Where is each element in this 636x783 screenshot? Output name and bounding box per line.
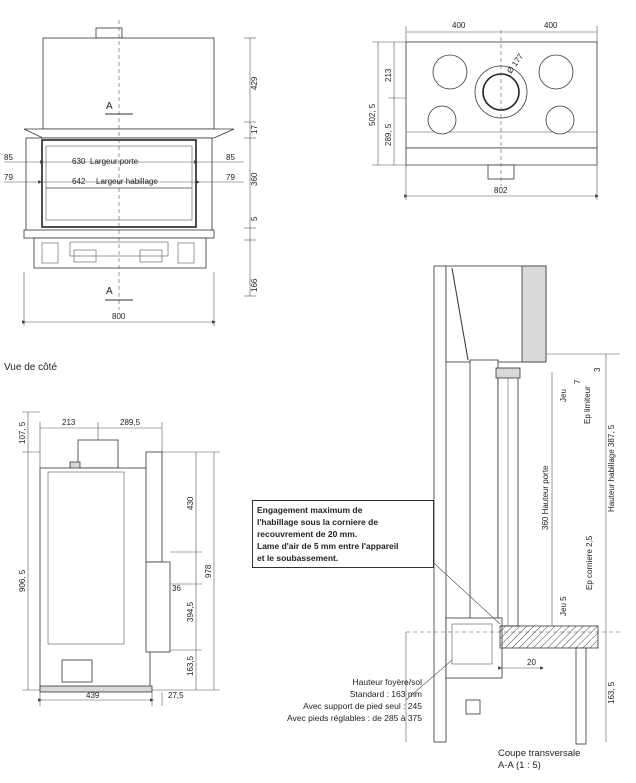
- section-wall: [433, 265, 447, 743]
- front-base-slot-2: [139, 249, 163, 263]
- dim-top-right-400: 400: [544, 21, 558, 30]
- hearth-height-text: Hauteur foyère/sol Standard : 163 mm Ave…: [258, 676, 422, 724]
- front-hood: [42, 37, 215, 130]
- dim-top-502-5: 502, 5: [368, 103, 377, 126]
- dim-door-width-label: Largeur porte: [90, 157, 139, 166]
- dim-five: 5: [250, 216, 259, 221]
- section-label-ep-limiteur: Ep limiteur: [583, 386, 592, 424]
- section-floor-support: [575, 647, 587, 745]
- note-line-3: recouvrement de 20 mm.: [257, 529, 358, 539]
- section-dim-7: 7: [573, 379, 582, 384]
- section-dim-163-5: 163, 5: [607, 681, 616, 704]
- dim-top-213: 213: [384, 68, 393, 82]
- section-caption: Coupe transversale A-A (1 : 5): [498, 748, 580, 772]
- section-mark-top: A: [106, 101, 113, 112]
- section-label-jeu-bottom: Jeu 5: [559, 596, 568, 616]
- dim-top-height: 429: [250, 76, 259, 90]
- dim-right-85: 85: [226, 153, 235, 162]
- section-dim-3: 3: [593, 367, 602, 372]
- top-view: Ø 177 400 400 802 213 502, 5 289, 5: [368, 21, 599, 200]
- front-view: A A 630 Largeur porte 642 Largeur habill…: [4, 20, 259, 326]
- section-hood-insulation: [521, 265, 547, 363]
- section-base-inner: [451, 623, 493, 665]
- dim-seventeen: 17: [250, 125, 259, 134]
- section-appliance: [469, 359, 499, 627]
- side-dim-430: 430: [186, 496, 195, 510]
- section-hood-slope: [451, 267, 469, 361]
- hearth-line-3: Avec support de pied seul : 245: [303, 701, 422, 711]
- top-hole-4: [545, 105, 575, 135]
- side-collar: [77, 439, 119, 469]
- front-base-panel-right: [177, 242, 195, 264]
- dim-left-85: 85: [4, 153, 13, 162]
- dim-door-height: 360: [250, 172, 259, 186]
- section-view: 360 Hauteur porte Hauteur habillage 387,…: [397, 265, 620, 745]
- engagement-note: Engagement maximum de l'habillage sous l…: [252, 500, 434, 568]
- hearth-line-1: Hauteur foyère/sol: [352, 677, 422, 687]
- section-label-hauteur-habillage: Hauteur habillage 387, 5: [607, 424, 616, 512]
- section-label-hauteur-porte: 360 Hauteur porte: [541, 465, 550, 530]
- section-label-ep-corniere: Ep corniere 2,5: [585, 535, 594, 590]
- side-air-box: [61, 659, 93, 683]
- hearth-line-4: Avec pieds réglables : de 285 à 375: [287, 713, 422, 723]
- side-body-inner: [47, 471, 125, 645]
- side-dim-27-5: 27,5: [168, 691, 184, 700]
- top-hole-2: [538, 54, 574, 90]
- side-dim-439: 439: [86, 691, 100, 700]
- section-dim-20: 20: [527, 658, 536, 667]
- hearth-leader: [405, 659, 453, 701]
- dim-trim-width-label: Largeur habillage: [96, 177, 158, 186]
- side-dim-906-5: 906, 5: [18, 569, 27, 592]
- side-dim-36: 36: [172, 584, 181, 593]
- dim-top-left-400: 400: [452, 21, 466, 30]
- section-mark-bottom: A: [106, 286, 113, 297]
- section-cornice: [495, 367, 521, 379]
- front-base-cabinet: [33, 237, 207, 269]
- note-line-1: Engagement maximum de: [257, 505, 363, 515]
- front-body: [25, 137, 213, 236]
- side-dim-107-5: 107, 5: [18, 421, 27, 444]
- dim-total-width: 800: [112, 312, 126, 321]
- front-base-slot-1: [73, 249, 97, 263]
- front-base-inner: [69, 241, 169, 257]
- dim-door-width-value: 630: [72, 157, 86, 166]
- note-line-4: Lame d'air de 5 mm entre l'appareil: [257, 541, 399, 551]
- dim-trim-width-value: 642: [72, 177, 86, 186]
- side-dim-978: 978: [204, 564, 213, 578]
- side-view-title: Vue de côté: [4, 362, 57, 373]
- side-dim-394-5: 394,5: [186, 601, 195, 622]
- front-base-panel-left: [41, 242, 59, 264]
- side-front-upper: [145, 451, 163, 563]
- dim-top-289-5: 289, 5: [384, 123, 393, 146]
- section-label-jeu-top: Jeu: [559, 389, 568, 402]
- side-view: Vue de côté 213 289,5 107, 5 906, 5 430: [4, 362, 220, 706]
- section-base: [445, 617, 503, 679]
- section-caption-line-1: Coupe transversale: [498, 748, 581, 759]
- hearth-line-2: Standard : 163 mm: [349, 689, 422, 699]
- note-line-5: et le soubassement.: [257, 553, 339, 563]
- top-front-frame: [405, 147, 598, 166]
- side-dim-289-5: 289,5: [120, 418, 141, 427]
- dim-bottom-height: 166: [250, 278, 259, 292]
- side-base-plate: [39, 685, 153, 693]
- top-hole-1: [432, 54, 468, 90]
- side-body: [39, 467, 151, 691]
- front-cornice: [23, 128, 235, 139]
- side-front-lower: [145, 561, 171, 653]
- section-foot: [465, 699, 481, 715]
- dim-802: 802: [494, 186, 508, 195]
- side-dim-213: 213: [62, 418, 76, 427]
- front-collar: [95, 27, 123, 39]
- note-line-2: l'habillage sous la corniere de: [257, 517, 379, 527]
- top-hole-3: [427, 105, 457, 135]
- side-dim-163-5: 163,5: [186, 655, 195, 676]
- section-hearth-slab: [499, 625, 599, 649]
- dim-left-79: 79: [4, 173, 13, 182]
- dim-right-79: 79: [226, 173, 235, 182]
- section-caption-line-2: A-A (1 : 5): [498, 760, 541, 771]
